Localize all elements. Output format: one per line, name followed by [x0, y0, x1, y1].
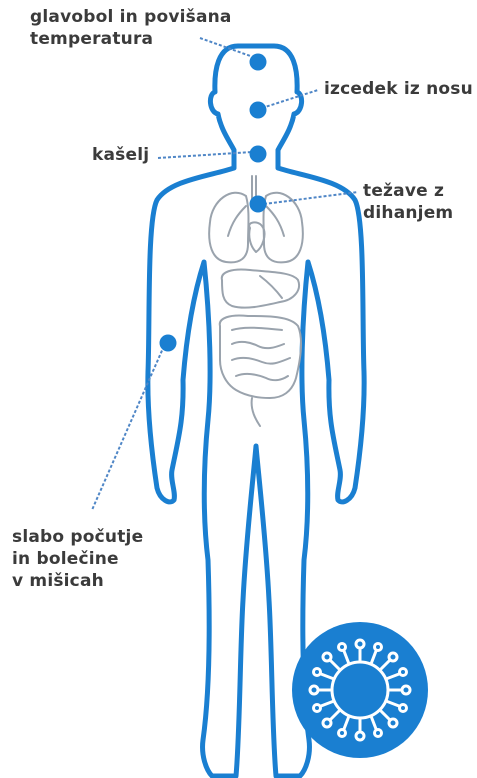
label-runny-nose-line1: izcedek iz nosu — [324, 78, 473, 100]
virus-badge-circle — [292, 622, 428, 758]
label-muscle-pain-line3: v mišicah — [12, 570, 143, 592]
label-breathing-line2: dihanjem — [363, 202, 453, 224]
label-muscle-pain: slabo počutje in bolečine v mišicah — [12, 526, 143, 592]
label-fever-line1: glavobol in povišana — [30, 6, 232, 28]
label-breathing-line1: težave z — [363, 180, 453, 202]
label-cough-line1: kašelj — [92, 144, 149, 166]
label-runny-nose: izcedek iz nosu — [324, 78, 473, 100]
label-muscle-pain-line1: slabo počutje — [12, 526, 143, 548]
label-fever-line2: temperatura — [30, 28, 232, 50]
marker-head — [250, 54, 267, 71]
connector-breathing — [264, 192, 358, 204]
connector-muscle-pain — [92, 346, 164, 510]
marker-arm — [160, 335, 177, 352]
connector-runny-nose — [262, 90, 318, 108]
marker-throat — [250, 146, 267, 163]
marker-nose — [250, 102, 267, 119]
virus-badge — [292, 622, 428, 758]
marker-lungs — [250, 196, 267, 213]
label-fever: glavobol in povišana temperatura — [30, 6, 232, 50]
label-breathing: težave z dihanjem — [363, 180, 453, 224]
label-muscle-pain-line2: in bolečine — [12, 548, 143, 570]
label-cough: kašelj — [92, 144, 149, 166]
connector-cough — [158, 152, 252, 158]
internal-organs-icon — [209, 176, 303, 426]
